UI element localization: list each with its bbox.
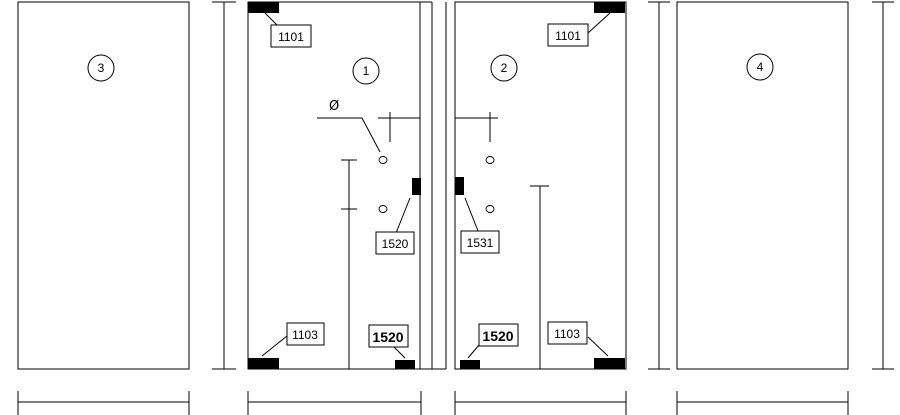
panel-1-bottom-clamp-code: 1103 [292, 328, 318, 342]
panel-2-number-circle [490, 54, 518, 82]
panel-1-outline [247, 1, 421, 370]
dimension-right [872, 1, 894, 370]
panel-1-diameter-symbol: Ø [329, 99, 339, 114]
panel-1: 1101 1 Ø 1520 1103 1520 [247, 1, 447, 415]
panel-2-hole-lower [485, 205, 495, 213]
panel-2-number: 2 [501, 61, 508, 75]
panel-1-hole-lower [378, 205, 388, 213]
panel-1-number-circle [352, 57, 380, 85]
panel-2-handle [455, 177, 464, 195]
panel-3-number-circle [87, 54, 115, 82]
panel-1-handle-tag [375, 231, 415, 255]
panel-2-top-clamp-tag [547, 23, 589, 47]
panel-1-handle [412, 178, 421, 195]
panel-2-handle-code: 1531 [467, 236, 494, 250]
panel-1-number: 1 [363, 64, 370, 78]
panel-2-bottom-clamp-tag [547, 321, 588, 345]
panel-3-number: 3 [98, 61, 105, 75]
panel-2-floor-lock-code: 1520 [482, 328, 513, 344]
panel-1-top-clamp [248, 2, 279, 13]
panel-1-floor-lock-code: 1520 [372, 329, 403, 345]
panel-2-top-clamp-code: 1101 [555, 29, 581, 43]
panel-2-bottom-clamp-code: 1103 [554, 327, 580, 341]
panel-4: 4 [676, 1, 849, 415]
panel-2-top-clamp [594, 2, 625, 13]
panel-2-floor-lock [460, 360, 480, 369]
panel-1-top-clamp-tag [270, 24, 312, 48]
panel-1-handle-code: 1520 [382, 237, 409, 251]
panel-2-handle-tag [460, 230, 500, 254]
panel-2-hole-upper [485, 156, 495, 164]
dimension-left [212, 1, 236, 370]
panel-1-bottom-clamp-tag [286, 322, 325, 346]
panel-1-top-clamp-code: 1101 [278, 30, 304, 44]
panel-1-floor-lock-tag [368, 324, 409, 348]
panel-3: 3 [17, 1, 190, 415]
panel-4-outline [676, 1, 849, 370]
panel-3-outline [17, 1, 190, 370]
panel-1-bottom-clamp [248, 358, 279, 369]
panel-2: 1101 2 1531 1520 1103 [454, 1, 627, 415]
panel-2-bottom-clamp [594, 358, 625, 369]
panel-2-floor-lock-tag [478, 323, 519, 347]
panel-1-floor-lock [395, 360, 415, 369]
dimension-center-right [648, 1, 670, 370]
panel-4-number-circle [746, 53, 774, 81]
panel-4-number: 4 [757, 60, 764, 74]
panel-1-hole-upper [378, 156, 388, 164]
